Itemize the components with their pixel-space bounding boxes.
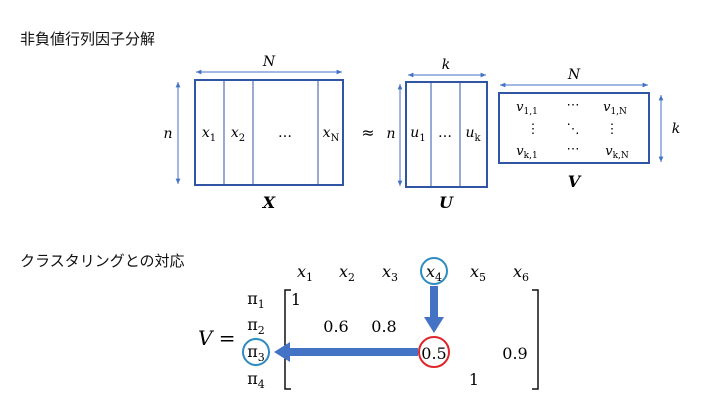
col-header: x5 [470, 262, 486, 284]
matrix-u: k n u1 … uk U [386, 57, 488, 212]
matrix-lhs: V = [198, 326, 236, 350]
matrix-v: N k v1,1 ⋯ v1,N ⋮ ⋱ ⋮ vk,1 ⋯ vk,N V [498, 67, 680, 191]
matrix-u-col-ellipsis: … [438, 125, 452, 141]
matrix-v-cell: ⋯ [567, 142, 580, 157]
col-header: x2 [339, 262, 355, 284]
col-header: x4 [426, 262, 442, 284]
matrix-v-cell: ⋱ [567, 122, 580, 137]
matrix-value: 1 [291, 290, 301, 309]
matrix-v-cell: ⋮ [606, 122, 619, 137]
row-header: π2 [247, 315, 265, 337]
matrix-v-cell: vk,1 [516, 144, 537, 161]
col-header: x1 [297, 262, 313, 284]
matrix-u-dim-left: n [386, 126, 395, 142]
matrix-u-col-label: uk [465, 125, 481, 144]
matrix-x-col-label: xN [323, 125, 340, 144]
matrix-v-box [498, 92, 650, 164]
matrix-v-dim-right: k [672, 121, 680, 137]
matrix-x-col-label: x1 [202, 125, 216, 144]
row-header: π4 [247, 369, 265, 391]
matrix-u-dim-top: k [442, 57, 450, 73]
matrix-u-box [405, 81, 488, 188]
matrix-v-label: V [568, 172, 582, 191]
matrix-value: 0.6 [323, 317, 348, 336]
x4-highlight-circle [420, 257, 448, 285]
down-arrow [424, 286, 444, 333]
clustering-heading: クラスタリングとの対応 [20, 252, 185, 270]
nmf-heading: 非負値行列因子分解 [20, 30, 156, 48]
matrix-value: 0.9 [502, 344, 527, 363]
matrix-x-col-ellipsis: … [278, 125, 292, 141]
matrix-x-col-label: x2 [231, 125, 245, 144]
left-bracket [284, 289, 291, 390]
matrix-x-dim-left: n [163, 126, 172, 142]
matrix-u-label: U [439, 193, 454, 212]
matrix-x-dim-top: N [262, 54, 276, 70]
matrix-x-box [194, 79, 344, 186]
row-header: π1 [247, 289, 265, 311]
matrix-u-col-label: u1 [410, 125, 425, 144]
value-highlight-circle [418, 336, 450, 368]
matrix-v-cell: v1,1 [516, 100, 538, 117]
row-header: π3 [247, 342, 265, 364]
matrix-value: 0.8 [371, 317, 396, 336]
pi3-highlight-circle [242, 338, 270, 366]
approx-sign: ≈ [361, 123, 374, 142]
matrix-value: 0.5 [421, 344, 446, 363]
matrix-v-cell: ⋯ [567, 98, 580, 113]
matrix-value: 1 [469, 370, 479, 389]
matrix-v-dim-top: N [567, 67, 581, 83]
clustering-matrix: x1 x2 x3 x4 x5 x6 π1 π2 π3 π4 V = 1 0.6 … [198, 257, 539, 391]
left-arrow [274, 342, 418, 362]
matrix-v-cell: vk,N [605, 144, 629, 161]
col-header: x6 [513, 262, 529, 284]
matrix-x-label: X [262, 193, 276, 212]
col-header: x3 [382, 262, 398, 284]
matrix-x: N n x1 x2 … xN X [163, 54, 344, 212]
matrix-v-cell: ⋮ [527, 122, 540, 137]
right-bracket [532, 289, 539, 390]
matrix-v-cell: v1,N [603, 100, 627, 117]
